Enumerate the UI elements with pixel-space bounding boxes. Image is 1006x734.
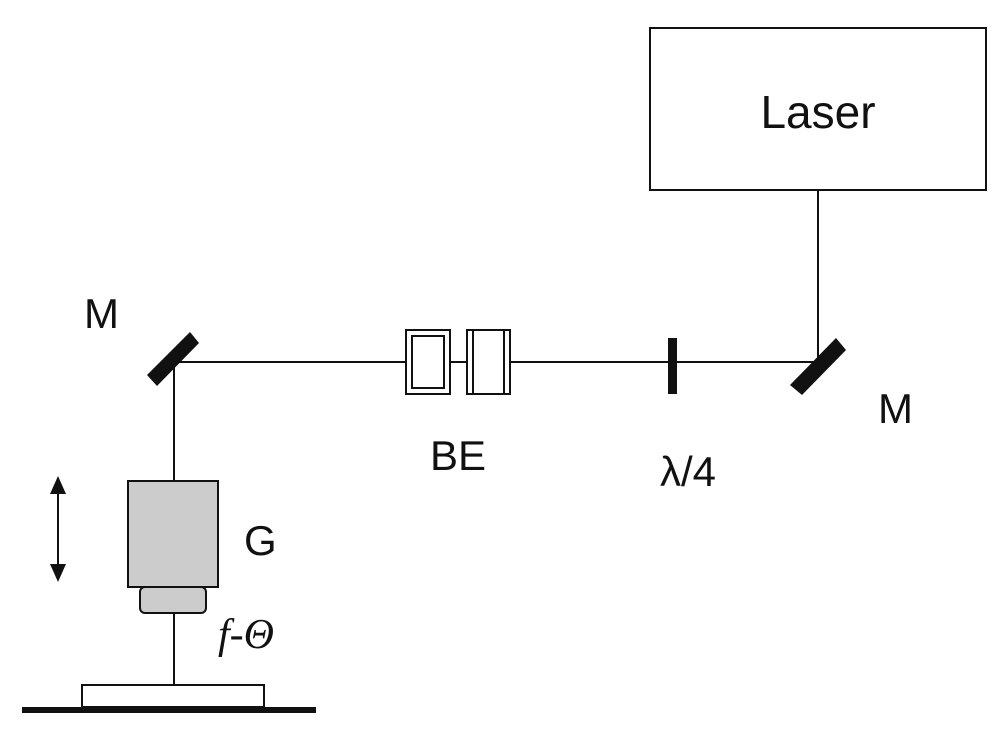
mirror-right-label: M: [878, 385, 913, 432]
f-theta-label: f-Θ: [218, 612, 274, 658]
quarter-wave-plate: [668, 338, 677, 394]
laser-box: [649, 27, 987, 191]
base-stage: [22, 707, 316, 713]
mirror-right: [790, 338, 846, 395]
vertical-motion-arrow: [50, 476, 66, 582]
quarter-wave-label: λ/4: [660, 448, 716, 495]
laser-label: Laser: [760, 86, 875, 138]
beam-expander: [405, 329, 511, 395]
mirror-left-label: M: [84, 290, 119, 337]
beam-expander-label: BE: [430, 432, 486, 479]
galvo-scanner: [127, 480, 219, 588]
galvo-label: G: [244, 517, 277, 564]
f-theta-rest: -Θ: [230, 612, 274, 658]
sample-plate: [81, 684, 265, 708]
mirror-left: [147, 332, 199, 386]
f-theta-lens: [139, 586, 207, 614]
